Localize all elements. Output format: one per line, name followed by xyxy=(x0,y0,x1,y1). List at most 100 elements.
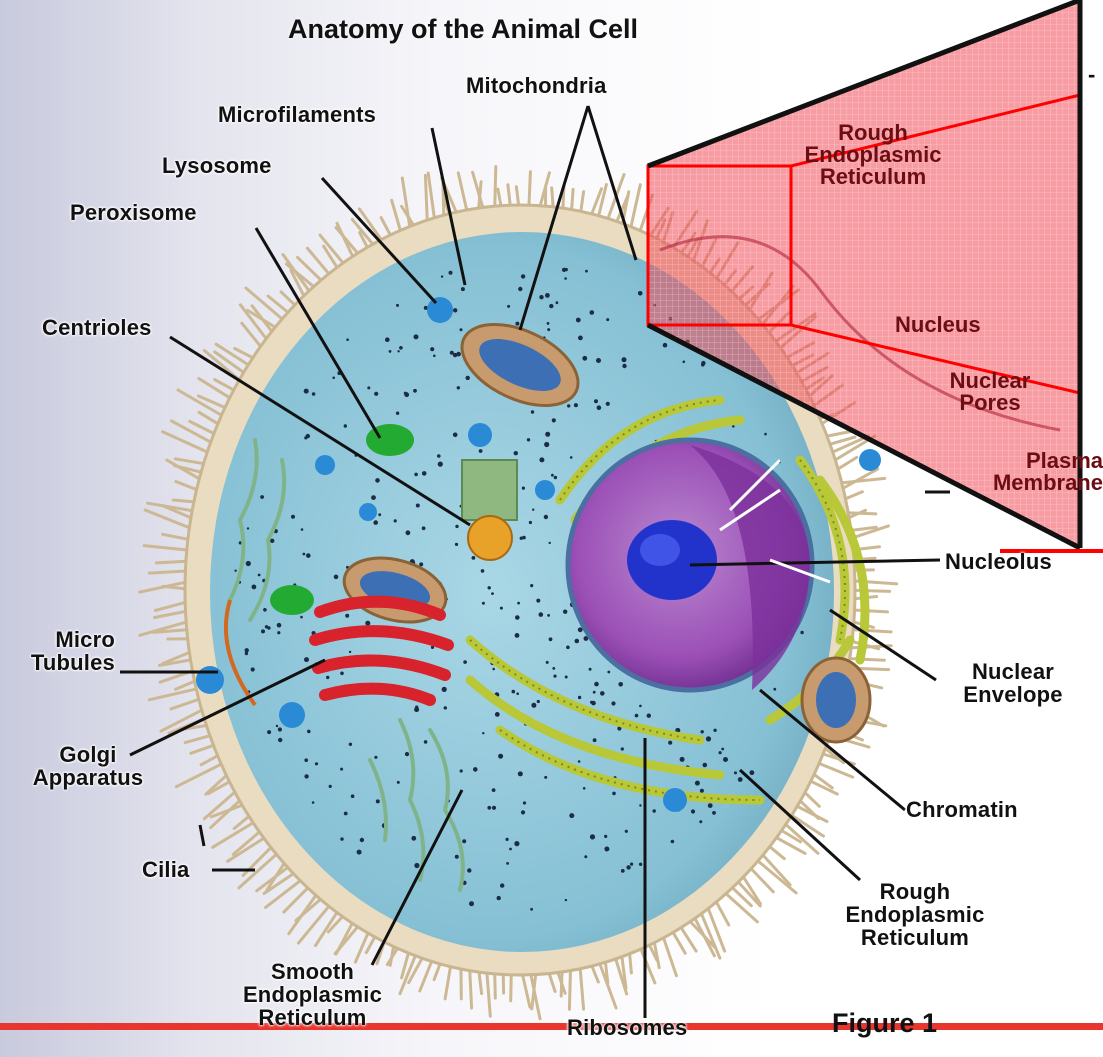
ribosome-dot xyxy=(509,848,512,851)
ribosome-dot xyxy=(565,899,567,901)
ribosome-dot xyxy=(546,661,549,664)
ribosome-dot xyxy=(578,696,581,699)
ribosome-dot xyxy=(539,612,544,617)
label-chromatin: Chromatin xyxy=(906,798,1018,821)
ribosome-dot xyxy=(575,639,580,644)
ribosome-dot xyxy=(396,304,399,307)
ribosome-dot xyxy=(500,883,504,887)
ribosome-dot xyxy=(261,629,265,633)
ribosome-dot xyxy=(455,855,459,859)
ribosome-dot xyxy=(479,449,483,453)
ribosome-dot xyxy=(703,763,708,768)
ribosome-dot xyxy=(315,762,318,765)
ribosome-dot xyxy=(455,525,458,528)
ribosome-dot xyxy=(713,729,716,732)
ribosome-dot xyxy=(721,748,724,751)
ribosome-dot xyxy=(574,403,578,407)
ribosome-dot xyxy=(437,454,441,458)
ribosome-dot xyxy=(277,631,280,634)
ribosome-dot xyxy=(414,863,419,868)
ribosome-dot xyxy=(267,730,271,734)
ribosome-dot xyxy=(537,700,540,703)
diagram-title: Anatomy of the Animal Cell xyxy=(288,14,638,45)
ribosome-dot xyxy=(376,799,380,803)
ribosome-dot xyxy=(518,771,523,776)
ribosome-dot xyxy=(247,527,249,529)
ribosome-dot xyxy=(590,834,595,839)
ribosome-dot xyxy=(663,343,668,348)
ribosome-dot xyxy=(430,347,434,351)
ribosome-dot xyxy=(531,410,534,413)
ribosome-dot xyxy=(734,771,737,774)
ribosome-dot xyxy=(332,377,335,380)
figure-caption: Figure 1 xyxy=(832,1008,937,1039)
ribosome-dot xyxy=(622,364,626,368)
ribosome-dot xyxy=(246,561,251,566)
ribosome-dot xyxy=(488,586,491,589)
ribosome-dot xyxy=(405,752,409,756)
label-micro-tubules: Micro Tubules xyxy=(20,628,115,674)
ribosome-dot xyxy=(450,351,454,355)
ribosome-dot xyxy=(487,806,491,810)
ribosome-dot xyxy=(411,836,416,841)
ribosome-dot xyxy=(397,350,399,352)
ribosome-dot xyxy=(492,668,495,671)
bottom-accent-line xyxy=(0,1023,1103,1030)
ribosome-dot xyxy=(712,811,716,815)
ribosome-dot xyxy=(547,328,550,331)
ribosome-dot xyxy=(549,637,553,641)
ribosome-dot xyxy=(463,660,467,664)
ribosome-dot xyxy=(473,767,478,772)
ribosome-dot xyxy=(300,616,303,619)
ribosome-dot xyxy=(367,386,370,389)
centrioles-body xyxy=(462,460,517,560)
ribosome-dot xyxy=(495,712,500,717)
ribosome-dot xyxy=(326,676,329,679)
ribosome-dot xyxy=(612,792,616,796)
ribosome-dot xyxy=(701,730,704,733)
ribosome-dot xyxy=(482,602,485,605)
zoom-label-plasma-line1: Plasma xyxy=(930,450,1103,472)
svg-text:-: - xyxy=(1088,62,1095,87)
ribosome-dot xyxy=(625,830,628,833)
ribosome-dot xyxy=(460,769,463,772)
ribosome-dot xyxy=(278,727,282,731)
ribosome-dot xyxy=(563,610,567,614)
ribosome-dot xyxy=(611,701,615,705)
ribosome-dot xyxy=(424,740,428,744)
label-lysosome: Lysosome xyxy=(162,154,272,177)
ribosome-dot xyxy=(467,868,471,872)
ribosome-dot xyxy=(521,274,525,278)
label-smooth-er-line1: Smooth xyxy=(195,960,430,983)
ribosome-dot xyxy=(530,584,533,587)
ribosome-dot xyxy=(304,657,309,662)
label-smooth-er-line3: Reticulum xyxy=(195,1006,430,1029)
ribosome-dot xyxy=(594,682,599,687)
ribosome-dot xyxy=(349,743,352,746)
ribosome-dot xyxy=(385,337,390,342)
zoom-label-rough-er-line2: Endoplasmic xyxy=(768,144,978,166)
ribosome-dot xyxy=(397,781,400,784)
ribosome-dot xyxy=(544,515,548,519)
ribosome-dot xyxy=(416,504,420,508)
ribosome-dot xyxy=(340,768,343,771)
ribosome-dot xyxy=(606,318,609,321)
ribosome-dot xyxy=(374,756,377,759)
zoom-label-rough-er: Rough Endoplasmic Reticulum xyxy=(768,122,978,188)
ribosome-dot xyxy=(466,376,470,380)
ribosome-dot xyxy=(277,623,282,628)
ribosome-dot xyxy=(518,287,522,291)
ribosome-dot xyxy=(340,672,344,676)
ribosome-dot xyxy=(260,495,264,499)
ribosome-dot xyxy=(373,520,378,525)
ribosome-dot xyxy=(594,399,598,403)
ribosome-dot xyxy=(536,599,540,603)
ribosome-dot xyxy=(530,908,533,911)
ribosome-dot xyxy=(414,707,419,712)
ribosome-dot xyxy=(671,840,675,844)
ribosome-dot xyxy=(531,703,536,708)
label-rough-er-line3: Reticulum xyxy=(800,926,1030,949)
ribosome-dot xyxy=(375,478,380,483)
ribosome-dot xyxy=(374,392,378,396)
ribosome-dot xyxy=(312,392,316,396)
